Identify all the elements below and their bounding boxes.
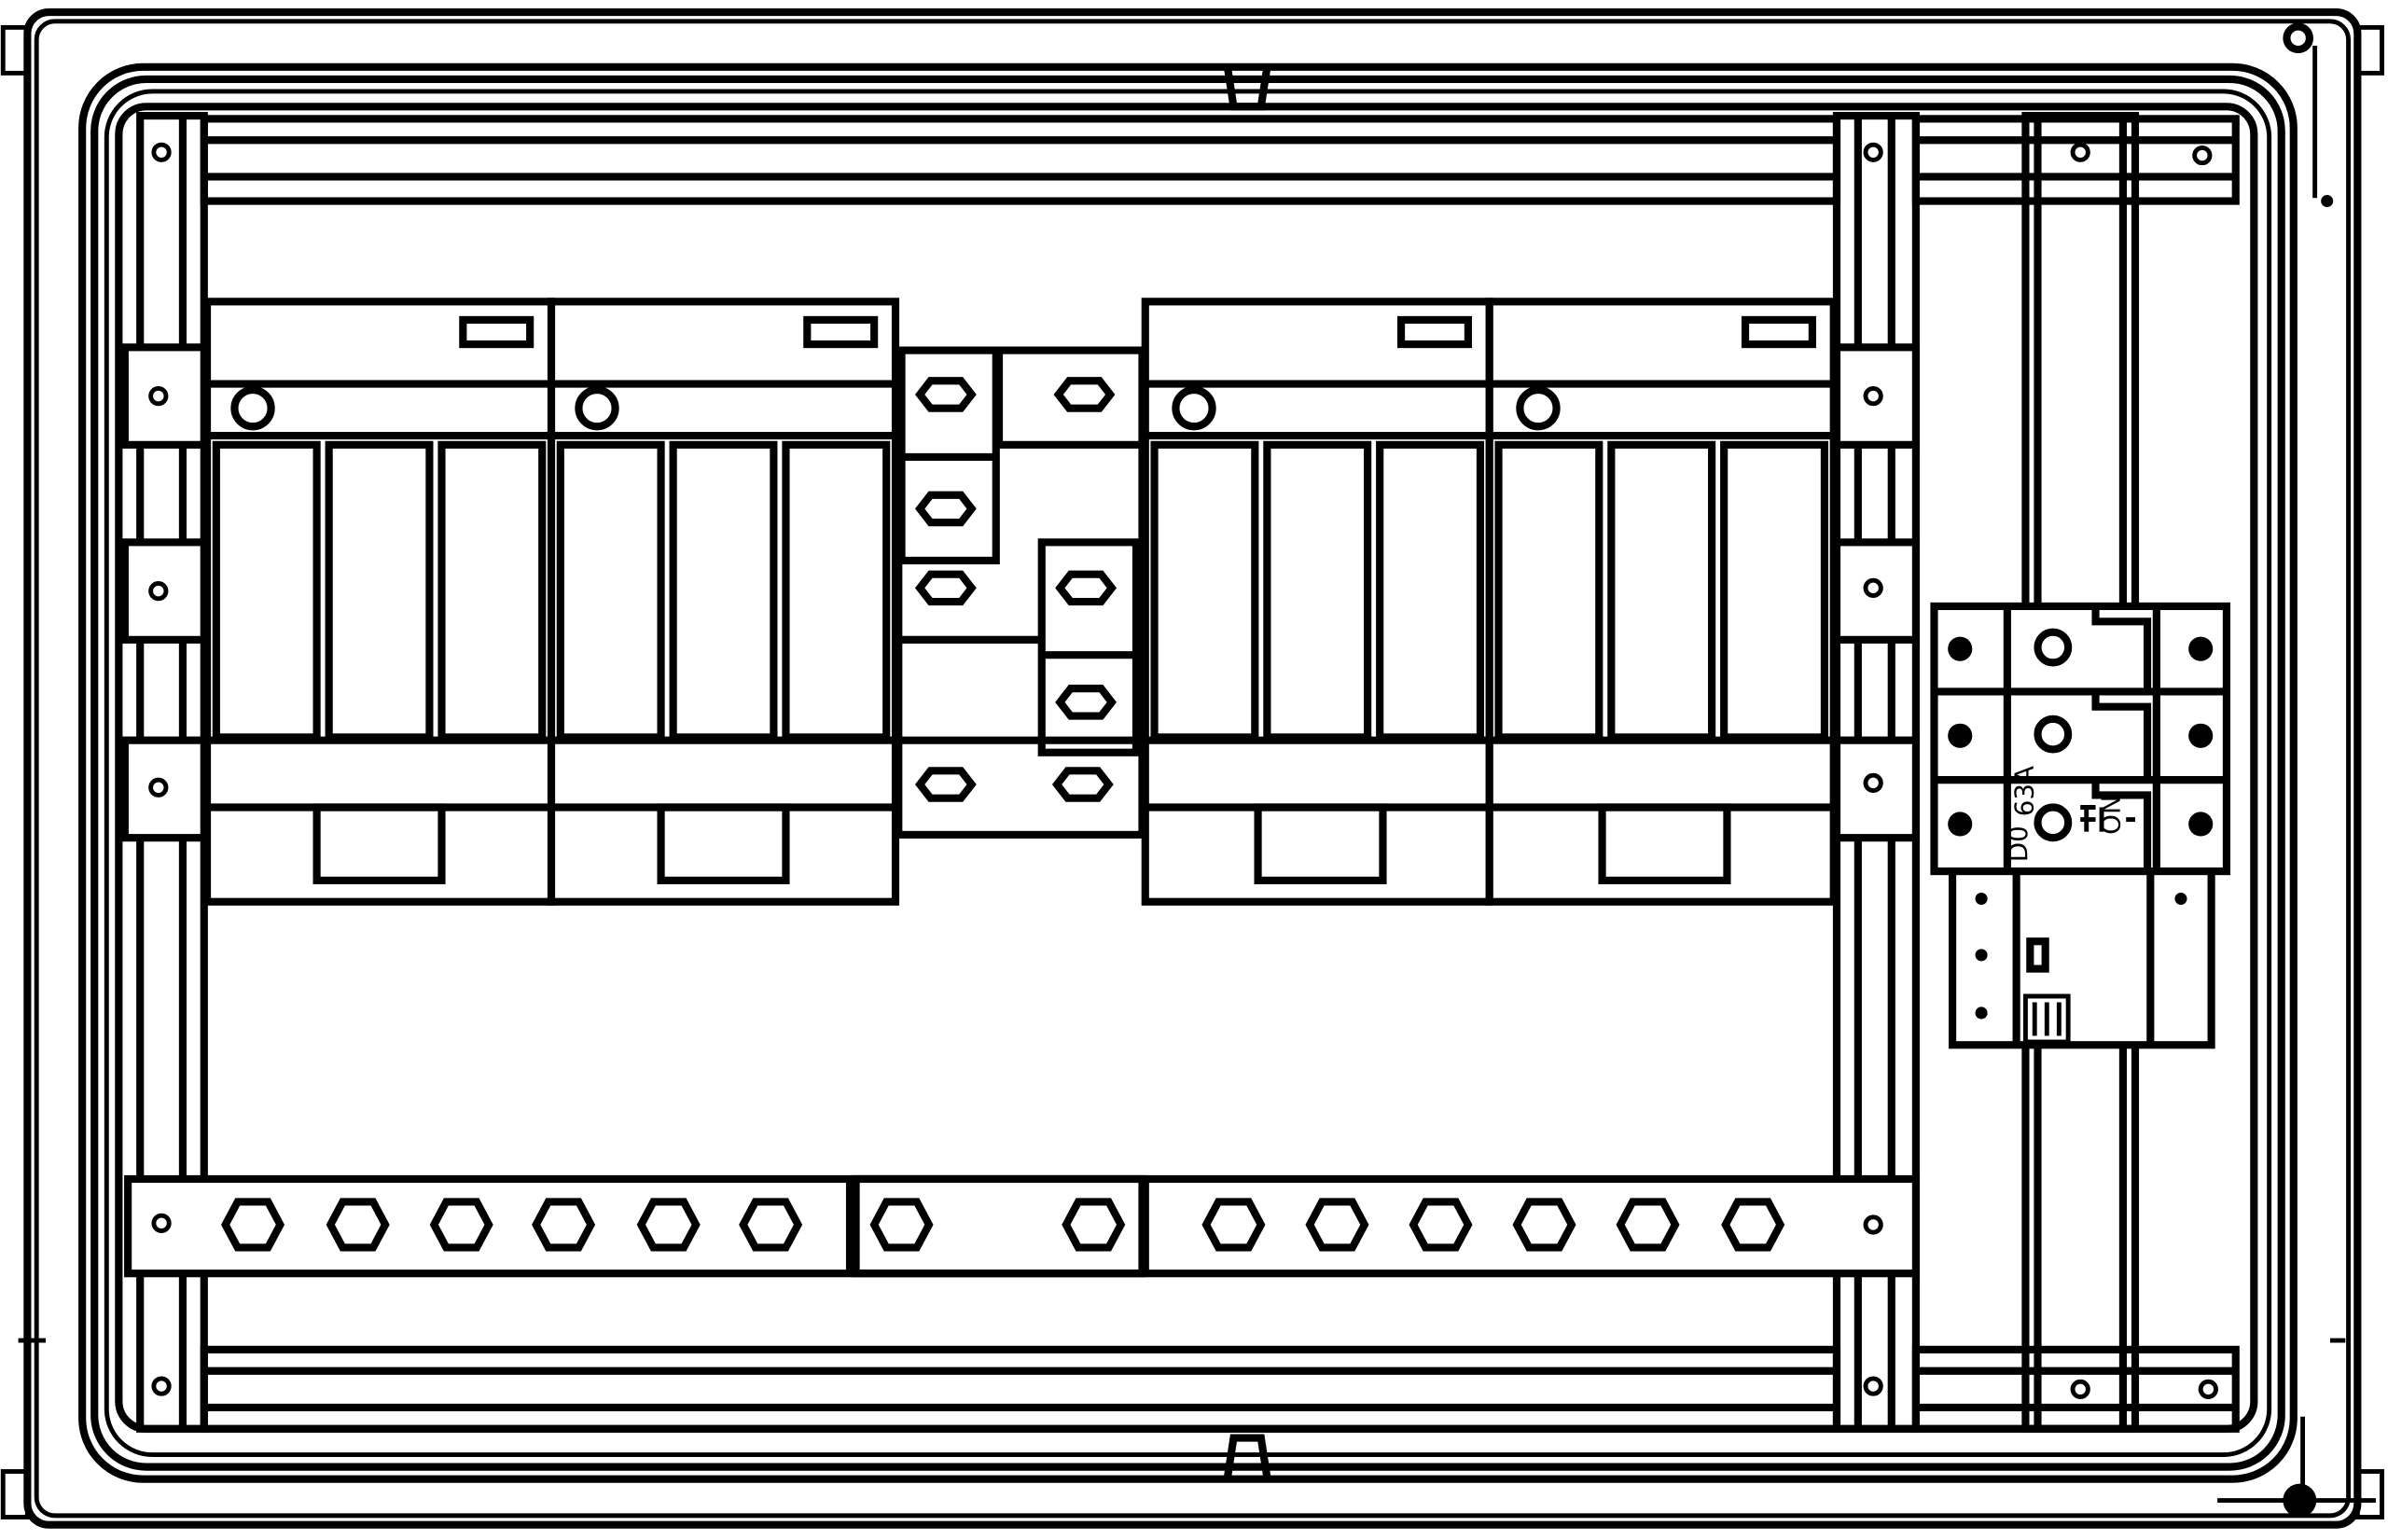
- breaker-labels: 63A D0 ON: [2003, 766, 2127, 862]
- switch-state-label: ON: [2096, 795, 2127, 835]
- breaker-lower-body: [1948, 867, 2215, 1049]
- surge-module-1: [202, 298, 556, 906]
- fuse-disconnector: [1930, 602, 2231, 876]
- center-terminal-block: [895, 346, 1146, 839]
- earth-busbar: [124, 1174, 1920, 1278]
- enclosure-frame: [0, 7, 2384, 1529]
- breaker-code-label: D0: [2003, 825, 2034, 862]
- surge-module-2: [547, 298, 900, 906]
- din-rail-top: [200, 115, 2240, 205]
- surge-module-4: [1485, 298, 1838, 906]
- breaker-rating-label: 63A: [2009, 766, 2040, 816]
- din-rail-bottom: [200, 1345, 2240, 1433]
- surge-module-3: [1141, 298, 1493, 906]
